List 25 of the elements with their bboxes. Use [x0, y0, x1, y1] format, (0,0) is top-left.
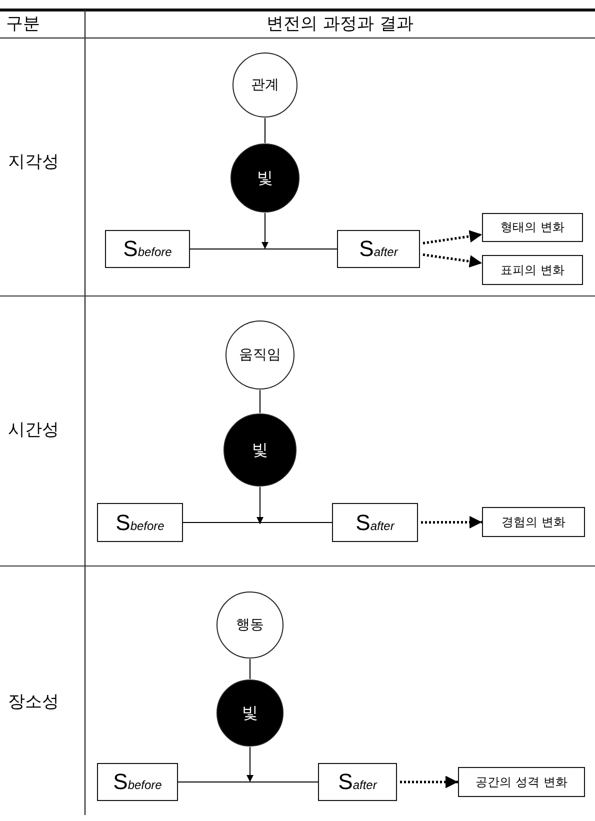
column-header: 구분 [6, 13, 40, 35]
connector-line [264, 118, 266, 144]
column-header: 변전의 과정과 결과 [266, 13, 414, 35]
arrow [246, 746, 254, 782]
connector-line [190, 248, 338, 250]
circle-node: 관계 [232, 52, 298, 118]
circle-node: 움직임 [225, 320, 295, 390]
arrow [421, 516, 482, 528]
arrow [256, 486, 264, 524]
filled-circle-node: 빛 [223, 413, 297, 487]
filled-circle-node: 빛 [230, 143, 300, 213]
result-box: 경험의 변화 [482, 507, 585, 537]
row-header: 시간성 [8, 419, 59, 441]
result-box: 형태의 변화 [482, 213, 583, 242]
arrow [400, 776, 458, 788]
result-box: 공간의 성격 변화 [458, 767, 585, 797]
arrow [262, 212, 268, 250]
arrow [422, 230, 482, 244]
arrow [422, 253, 482, 268]
connector-line [182, 522, 332, 523]
row-header: 지각성 [8, 151, 59, 173]
row-header: 장소성 [8, 691, 59, 713]
result-box: 표피의 변화 [482, 255, 583, 285]
filled-circle-node: 빛 [216, 679, 284, 747]
circle-node: 행동 [216, 591, 284, 659]
